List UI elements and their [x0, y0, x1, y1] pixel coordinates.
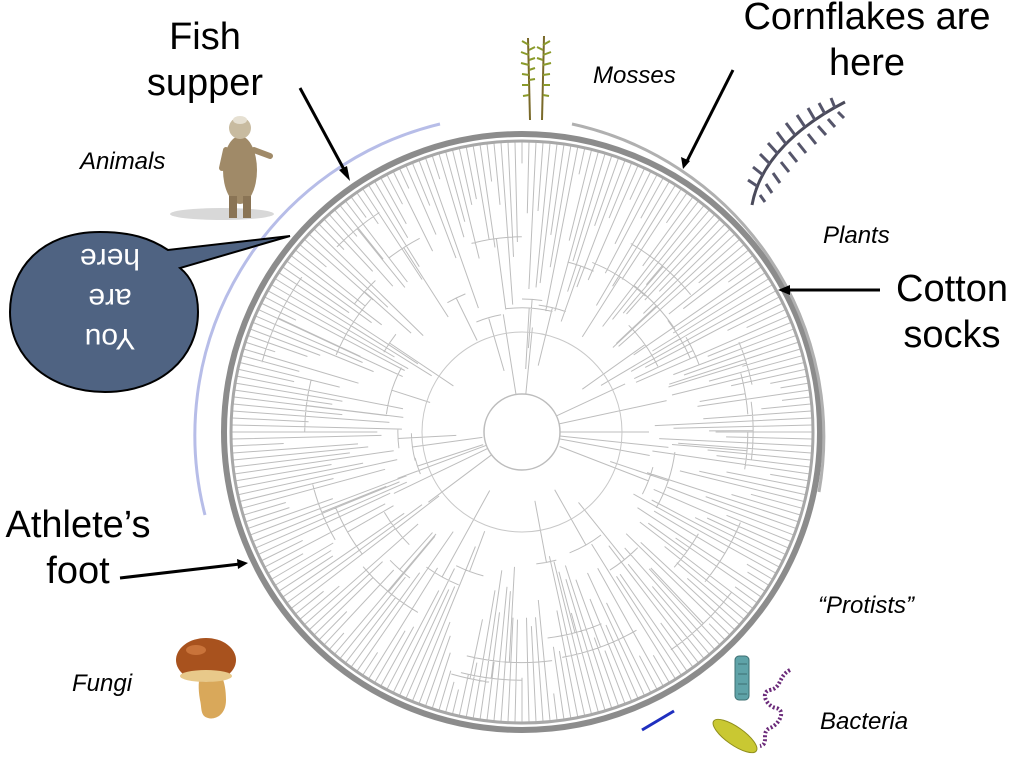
group-label-bacteria: Bacteria: [820, 708, 909, 735]
bear-icon: [170, 116, 274, 220]
fish-supper-label: Fish supper: [146, 16, 264, 104]
cornflakes-callout: Cornflakes are here: [732, 0, 1002, 86]
mushroom-icon: [176, 638, 236, 719]
tree-branch-lines: [232, 142, 812, 722]
athletes-foot-callout: Athlete’s foot: [0, 502, 156, 594]
athletes-foot-arrow: [119, 562, 241, 580]
tree-inner-ring: [421, 331, 623, 533]
cornflakes-arrowhead: [681, 157, 690, 169]
tree-root-ring: [483, 393, 561, 471]
cotton-socks-arrowhead: [778, 285, 790, 295]
cornflakes-label: Cornflakes are here: [743, 0, 991, 84]
fish-supper-arrow: [298, 87, 349, 176]
athletes-foot-arrowhead: [237, 559, 248, 569]
tree-rim: [221, 131, 823, 733]
athletes-foot-label: Athlete’s foot: [5, 504, 151, 592]
fish-supper-arrowhead: [339, 166, 350, 181]
group-label-animals: Animals: [80, 148, 166, 175]
bacteria-icon: [712, 655, 792, 754]
tree-rim-inner: [229, 139, 815, 725]
fern-icon: [747, 97, 846, 206]
you-are-here-label: You are here: [40, 238, 180, 358]
animals-arc: [193, 122, 441, 516]
plants-arc: [571, 122, 826, 493]
moss-icon: [520, 35, 552, 121]
bacteria-marker: [641, 709, 675, 732]
group-label-plants: Plants: [823, 222, 890, 249]
fish-supper-callout: Fish supper: [140, 14, 270, 106]
group-label-mosses: Mosses: [593, 62, 676, 89]
group-label-fungi: Fungi: [72, 670, 133, 697]
cornflakes-arrow: [684, 69, 735, 164]
cotton-socks-label: Cotton socks: [896, 268, 1008, 356]
phylogenetic-tree: [232, 142, 812, 722]
group-label-protists: “Protists”: [818, 592, 914, 619]
you-are-here-text: You are here: [79, 242, 141, 355]
cotton-socks-callout: Cotton socks: [886, 266, 1018, 358]
you-are-here-bubble: [8, 230, 291, 394]
